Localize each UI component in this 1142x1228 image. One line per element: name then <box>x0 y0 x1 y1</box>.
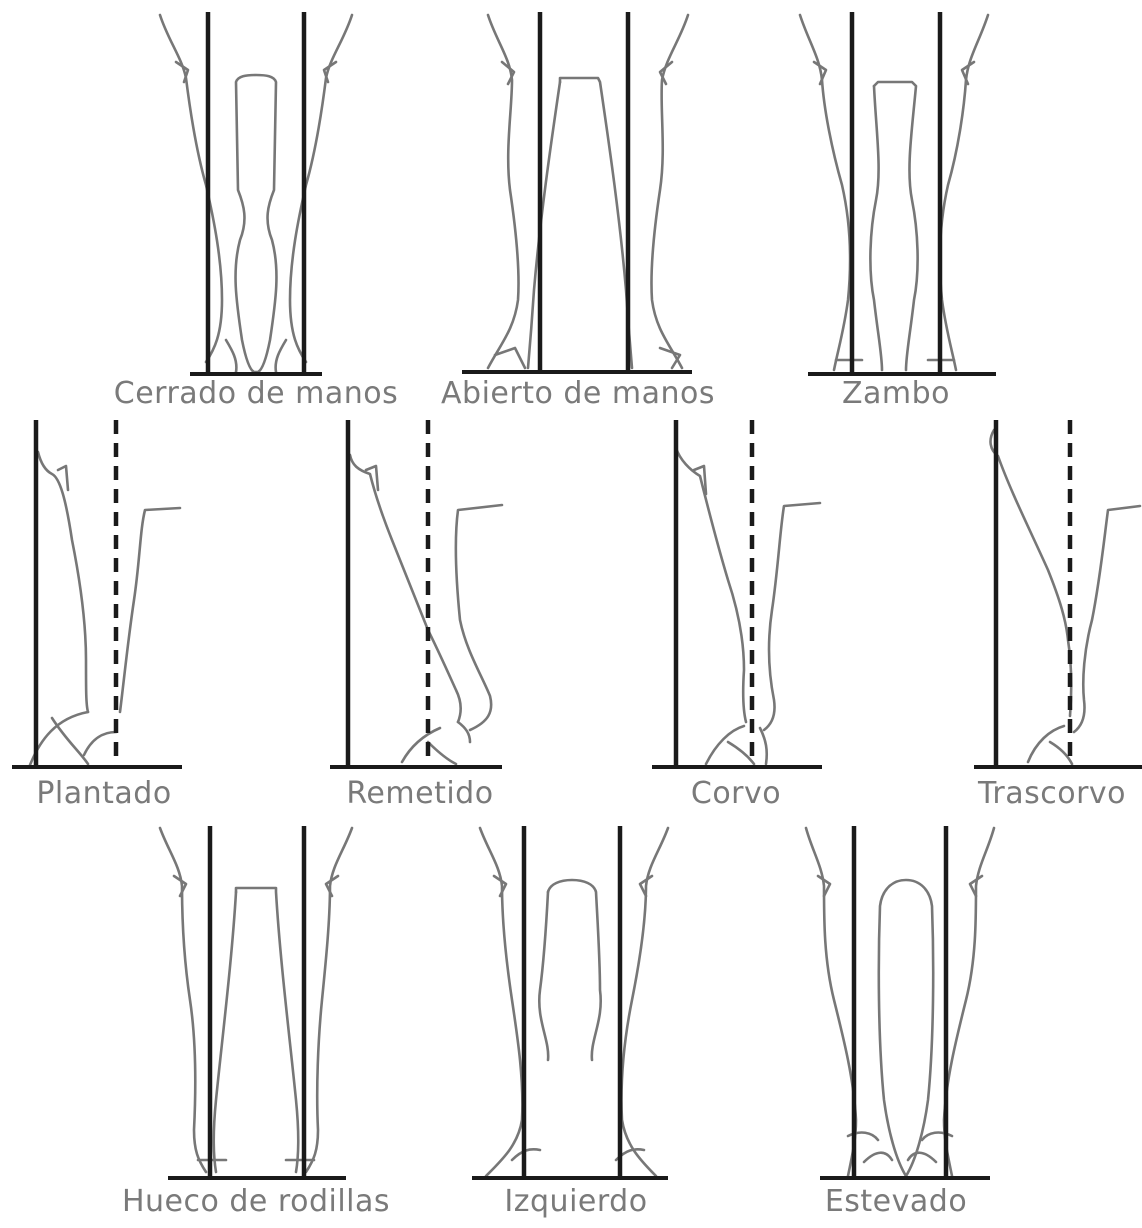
caption-remetido: Remetido <box>346 776 493 811</box>
figure-remetido <box>330 420 502 767</box>
caption-plantado: Plantado <box>36 776 171 811</box>
caption-corvo: Corvo <box>691 776 781 811</box>
figure-abierto-de-manos <box>462 12 692 372</box>
figure-izquierdo <box>472 826 668 1178</box>
figure-trascorvo <box>974 420 1142 767</box>
caption-cerrado-de-manos: Cerrado de manos <box>114 376 399 411</box>
caption-hueco-de-rodillas: Hueco de rodillas <box>122 1184 390 1219</box>
figure-corvo <box>652 420 822 767</box>
caption-izquierdo: Izquierdo <box>504 1184 647 1219</box>
caption-estevado: Estevado <box>825 1184 967 1219</box>
figure-estevado <box>806 826 994 1178</box>
caption-trascorvo: Trascorvo <box>978 776 1126 811</box>
figure-plantado <box>12 420 182 767</box>
figure-zambo <box>800 12 996 374</box>
caption-abierto-de-manos: Abierto de manos <box>441 376 715 411</box>
caption-zambo: Zambo <box>842 376 950 411</box>
figure-cerrado-de-manos <box>160 12 352 374</box>
figure-hueco-de-rodillas <box>160 826 352 1178</box>
